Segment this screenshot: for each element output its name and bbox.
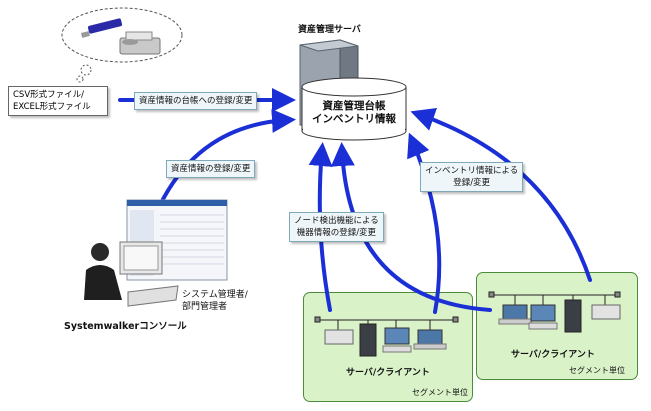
laptop-icon xyxy=(502,304,528,320)
arrow-inv-right xyxy=(410,107,592,282)
database-cylinder-icon xyxy=(301,77,407,141)
database-label-line2: インベントリ情報 xyxy=(312,113,396,125)
arrow-inv-center xyxy=(407,132,442,314)
segment1-devices xyxy=(324,323,447,357)
usb-memory-icon xyxy=(80,18,123,38)
file-format-line2: EXCEL形式ファイル xyxy=(13,102,91,112)
desktop-pc-icon xyxy=(384,327,410,345)
node-detection-line2: 機器情報の登録/変更 xyxy=(296,228,377,238)
arrow-node-mid xyxy=(330,142,492,312)
segment-networks xyxy=(314,291,621,330)
desktop-pc-icon xyxy=(530,304,556,322)
arrow-asset xyxy=(158,108,296,207)
administrator-at-pc-icon xyxy=(84,241,179,307)
printer-icon xyxy=(591,304,621,320)
inventory-registration-line1: インベントリ情報による xyxy=(425,166,519,176)
laptop-icon xyxy=(417,329,443,345)
file-format-line1: CSV形式ファイル/ xyxy=(13,90,85,100)
ledger-registration-label: 資産情報の台帳への登録/変更 xyxy=(134,92,258,110)
fax-machine-icon xyxy=(119,31,161,55)
node-detection-line1: ノード検出機能による xyxy=(294,216,379,226)
server-title: 資産管理サーバ xyxy=(298,25,361,35)
database-label-line1: 資産管理台帳 xyxy=(322,100,386,112)
node-detection-label: ノード検出機能による 機器情報の登録/変更 xyxy=(289,212,384,242)
segment2-devices xyxy=(498,299,621,333)
server-icon xyxy=(564,299,582,333)
file-format-box: CSV形式ファイル/ EXCEL形式ファイル xyxy=(8,86,108,116)
admin-role-line2: 部門管理者 xyxy=(182,302,228,312)
asset-registration-label: 資産情報の登録/変更 xyxy=(166,160,256,178)
admin-role-line1: システム管理者/ xyxy=(182,290,248,300)
printer-icon xyxy=(324,329,354,345)
admin-role-label: システム管理者/ 部門管理者 xyxy=(182,289,248,313)
database-label: 資産管理台帳 インベントリ情報 xyxy=(302,100,406,126)
server-icon xyxy=(359,323,377,357)
inventory-registration-line2: 登録/変更 xyxy=(453,178,491,188)
inventory-registration-label: インベントリ情報による 登録/変更 xyxy=(420,162,524,192)
console-name: Systemwalkerコンソール xyxy=(64,321,187,332)
